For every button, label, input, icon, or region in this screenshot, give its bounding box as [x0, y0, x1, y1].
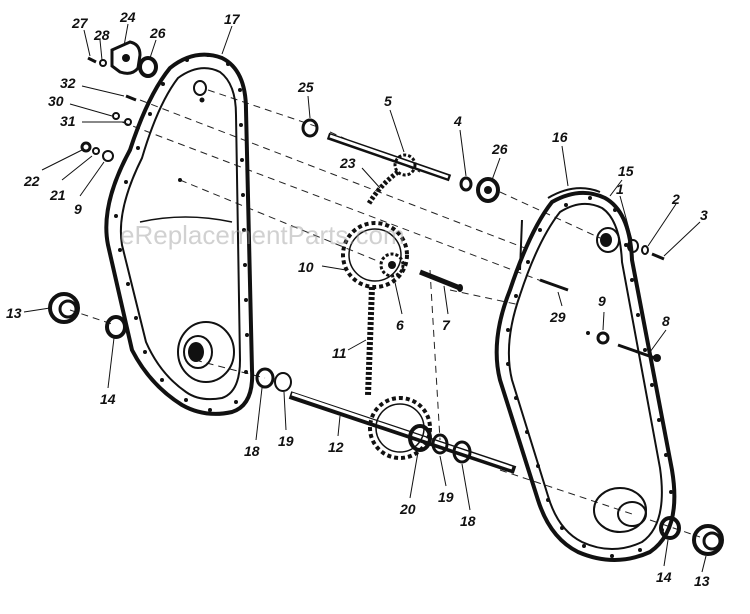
callout-18-left: 18 — [244, 443, 260, 459]
callout-17: 17 — [224, 11, 241, 27]
lower-chain — [365, 286, 375, 396]
callout-20: 20 — [399, 501, 416, 517]
callout-2: 2 — [671, 191, 680, 207]
left-washers — [255, 367, 292, 392]
callout-23: 23 — [339, 155, 356, 171]
callout-22: 22 — [23, 173, 40, 189]
callout-1: 1 — [616, 181, 624, 197]
upper-chain — [365, 153, 417, 207]
left-hardware — [80, 94, 137, 162]
callout-30: 30 — [48, 93, 64, 109]
watermark-text: eReplacementParts.com — [120, 220, 405, 250]
lower-shaft — [288, 391, 517, 474]
callout-7: 7 — [442, 317, 451, 333]
bearing-cap-parts — [87, 40, 158, 78]
callout-14-left: 14 — [100, 391, 116, 407]
callout-11: 11 — [332, 345, 347, 361]
callout-15: 15 — [618, 163, 634, 179]
callout-28: 28 — [93, 27, 110, 43]
callout-26: 26 — [149, 25, 166, 41]
callout-3: 3 — [700, 207, 708, 223]
callout-4: 4 — [453, 113, 462, 129]
callout-13-left: 13 — [6, 305, 22, 321]
callout-14-right: 14 — [656, 569, 672, 585]
callout-31: 31 — [60, 113, 76, 129]
callout-5: 5 — [384, 93, 392, 109]
callout-10: 10 — [298, 259, 314, 275]
callout-19-left: 19 — [278, 433, 294, 449]
callout-18-right: 18 — [460, 513, 476, 529]
callout-19-right: 19 — [438, 489, 454, 505]
callout-9-left: 9 — [74, 201, 82, 217]
right-hub — [659, 516, 724, 556]
upper-shaft — [301, 118, 500, 203]
callout-12: 12 — [328, 439, 344, 455]
callout-21: 21 — [49, 187, 66, 203]
callout-13-right: 13 — [694, 573, 710, 589]
leader-lines — [23, 23, 707, 573]
callout-32: 32 — [60, 75, 76, 91]
callout-24: 24 — [119, 9, 136, 25]
callout-29: 29 — [549, 309, 566, 325]
left-chain-case — [104, 52, 255, 416]
upper-sprocket — [341, 221, 409, 289]
callout-8: 8 — [662, 313, 670, 329]
callout-9-right: 9 — [598, 293, 606, 309]
callout-26-right: 26 — [491, 141, 508, 157]
callout-25: 25 — [297, 79, 314, 95]
callout-16: 16 — [552, 129, 568, 145]
right-hardware — [539, 239, 665, 362]
callout-6: 6 — [396, 317, 404, 333]
callout-27: 27 — [71, 15, 89, 31]
pin — [419, 269, 463, 292]
callout-numbers: 27 28 24 26 17 32 30 31 22 21 9 25 5 4 2… — [6, 9, 710, 589]
right-chain-case — [494, 187, 677, 562]
